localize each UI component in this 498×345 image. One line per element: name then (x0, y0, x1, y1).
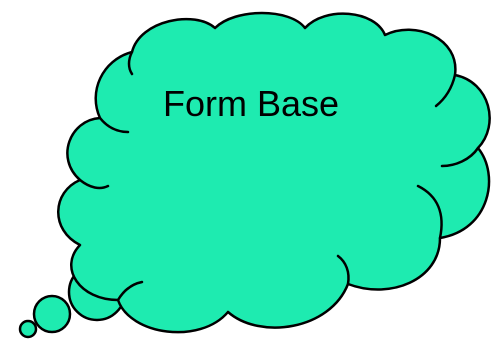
cloud-label: Form Base (163, 83, 339, 124)
thought-trail-circle-small (20, 321, 36, 337)
thought-cloud-shape (58, 13, 489, 332)
thought-trail-circle-medium (34, 296, 70, 332)
